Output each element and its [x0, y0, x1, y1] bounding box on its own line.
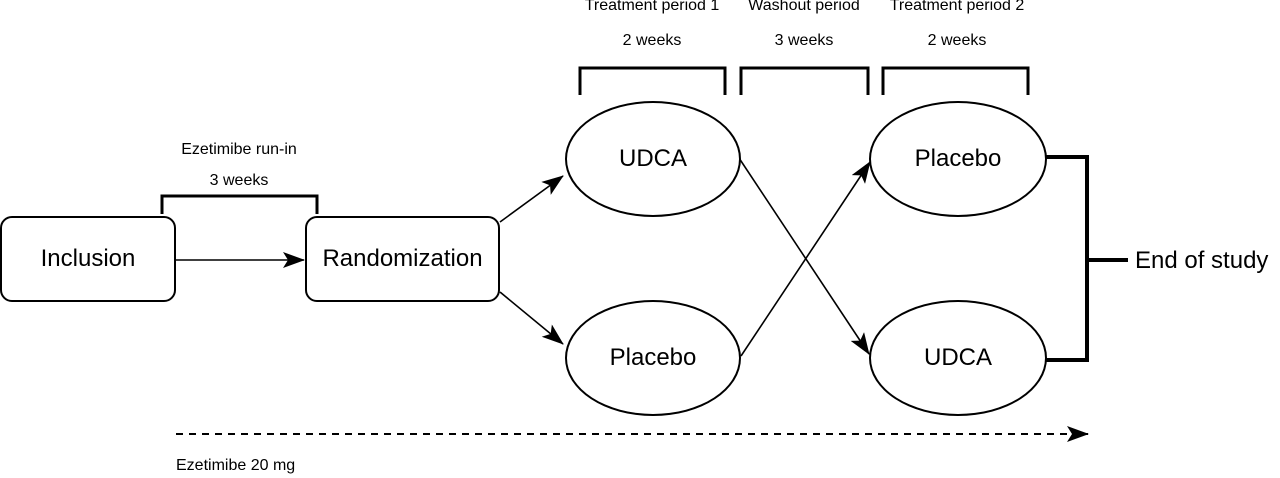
placebo-treatment-2-label: Placebo — [914, 145, 1002, 172]
inclusion-label: Inclusion — [40, 245, 136, 272]
randomization-label: Randomization — [322, 245, 483, 272]
placebo-treatment-1-label: Placebo — [609, 344, 697, 371]
end-of-study-bracket — [1045, 155, 1089, 362]
treatment-1-name-label: Treatment period 1 — [584, 0, 720, 14]
randomization-to-udca-arrow — [499, 175, 564, 223]
placebo-treatment-2-oval: Placebo — [869, 101, 1047, 217]
washout-duration-label: 3 weeks — [774, 32, 834, 49]
treatment-2-duration-label: 2 weeks — [927, 32, 987, 49]
inclusion-box: Inclusion — [0, 216, 176, 302]
run-in-duration-label: 3 weeks — [209, 172, 269, 189]
run-in-name-label: Ezetimibe run-in — [181, 141, 297, 158]
washout-name-label: Washout period — [748, 0, 860, 14]
treatment-1-bracket — [578, 66, 727, 95]
udca-treatment-1-oval: UDCA — [565, 101, 741, 217]
treatment-1-duration-label: 2 weeks — [622, 32, 682, 49]
ezetimibe-dose-label: Ezetimibe 20 mg — [176, 457, 296, 474]
treatment-2-bracket — [881, 66, 1030, 95]
treatment-2-name-label: Treatment period 2 — [889, 0, 1025, 14]
udca-to-udca-crossover-arrow — [738, 157, 870, 355]
washout-bracket — [739, 66, 870, 95]
randomization-box: Randomization — [305, 216, 500, 302]
udca-treatment-1-label: UDCA — [618, 145, 687, 172]
udca-treatment-2-oval: UDCA — [869, 300, 1047, 416]
end-of-study-label: End of study — [1135, 247, 1269, 274]
placebo-treatment-1-oval: Placebo — [565, 300, 741, 416]
placebo-to-placebo-crossover-arrow — [740, 161, 871, 357]
udca-treatment-2-label: UDCA — [923, 344, 992, 371]
run-in-bracket — [160, 194, 319, 214]
randomization-to-placebo-arrow — [499, 291, 564, 345]
